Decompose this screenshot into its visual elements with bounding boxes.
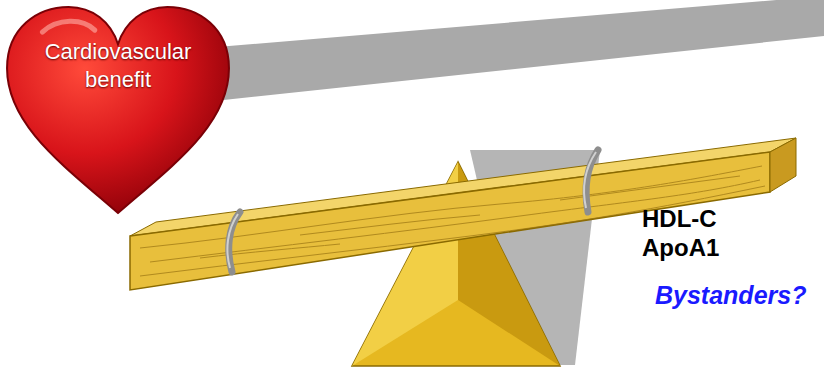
wood-grain bbox=[140, 166, 765, 276]
heart-shape: Cardiovascular benefit bbox=[2, 2, 234, 218]
heart-path bbox=[7, 7, 229, 213]
shadow-plank bbox=[205, 0, 824, 102]
plank-end bbox=[770, 138, 796, 192]
heart-outline bbox=[2, 2, 234, 218]
lipid-label: ApoA1 bbox=[642, 234, 719, 262]
plank-front bbox=[130, 152, 770, 290]
heart-text-wrap: Cardiovascular benefit bbox=[16, 38, 220, 93]
handle-highlight bbox=[227, 152, 596, 268]
question-label: Bystanders? bbox=[655, 281, 806, 310]
heart-highlight bbox=[42, 21, 94, 32]
seesaw-handle bbox=[229, 150, 598, 272]
heart-label: Cardiovascular benefit bbox=[16, 38, 220, 93]
lipid-label: HDL-C bbox=[642, 205, 717, 233]
